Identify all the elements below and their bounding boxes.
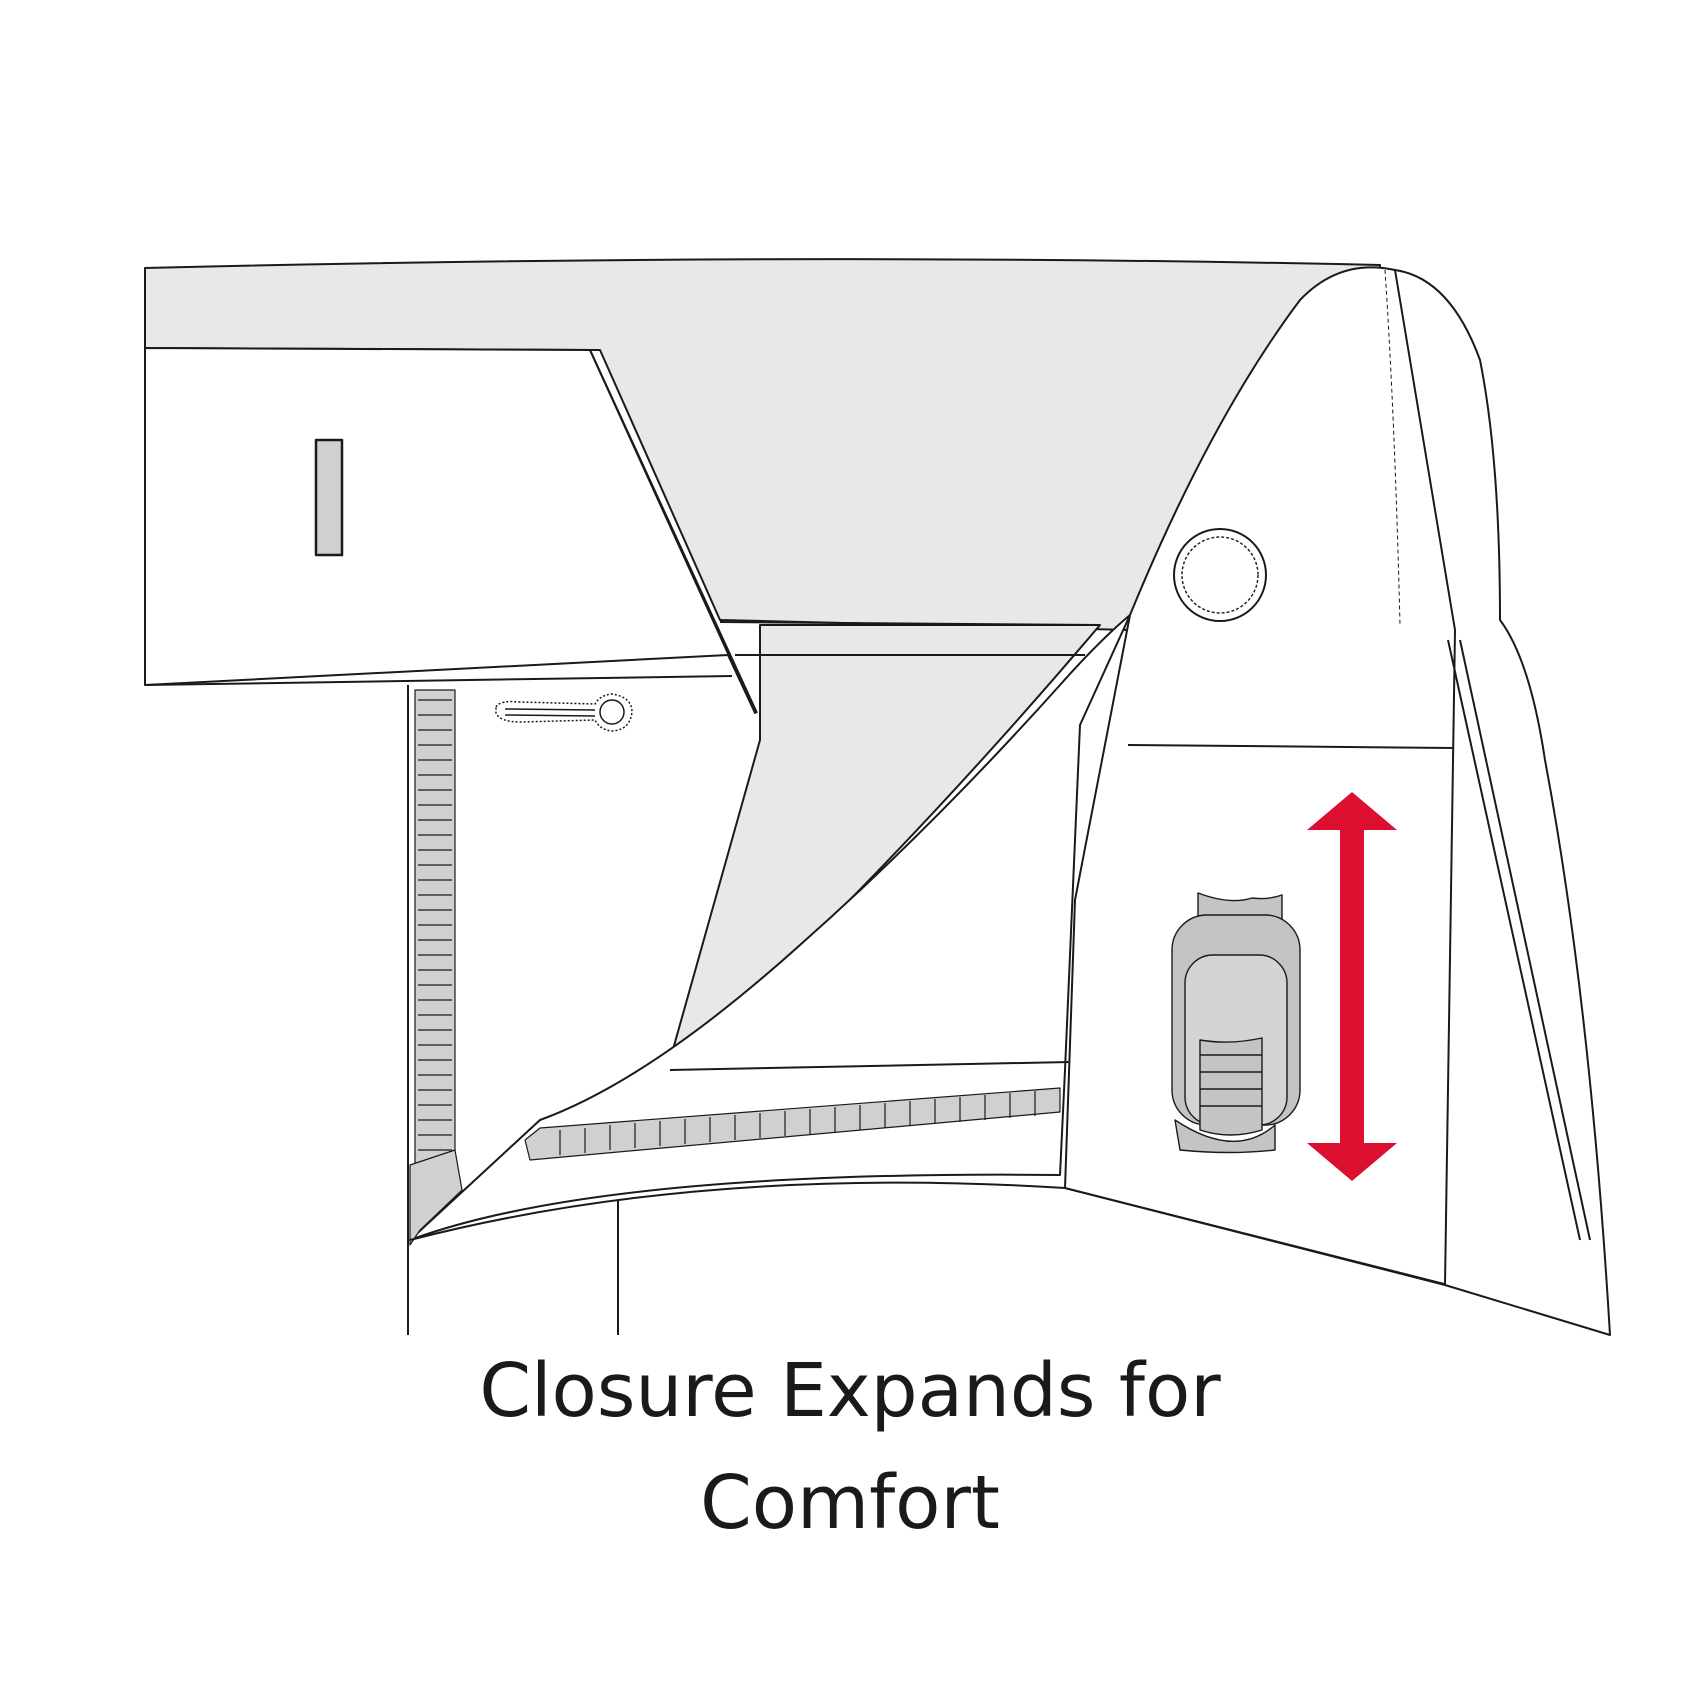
adjuster-tab-icon [1171,892,1301,1154]
back-waistband-panel [144,258,1386,631]
zipper-teeth-icon [414,689,456,1176]
waistband-seam-line [719,621,1101,626]
flap-zipper-tape [669,1061,1071,1071]
extension-tab-stitch [1384,269,1401,626]
front-flap-panel [409,614,1131,1241]
extension-tab-seam [1127,744,1456,749]
zipper-teeth-icon [524,1087,1061,1161]
front-left-waistband [144,347,756,714]
right-side-panel [1394,269,1611,1336]
caption-line-2: Comfort [700,1460,1000,1546]
lower-trouser-body [409,1181,1446,1286]
double-headed-arrow-icon [1307,792,1397,1181]
zipper-teeth-detail [559,1091,1036,1155]
keyhole-buttonhole-icon [495,693,633,732]
button-icon [1173,528,1267,622]
caption-line-1: Closure Expands for [479,1348,1221,1434]
caption: Closure Expands for Comfort [0,1335,1700,1559]
belt-loop-icon [314,438,344,557]
zipper-pull-icon [409,1149,463,1246]
zipper-teeth-detail [418,699,452,1151]
